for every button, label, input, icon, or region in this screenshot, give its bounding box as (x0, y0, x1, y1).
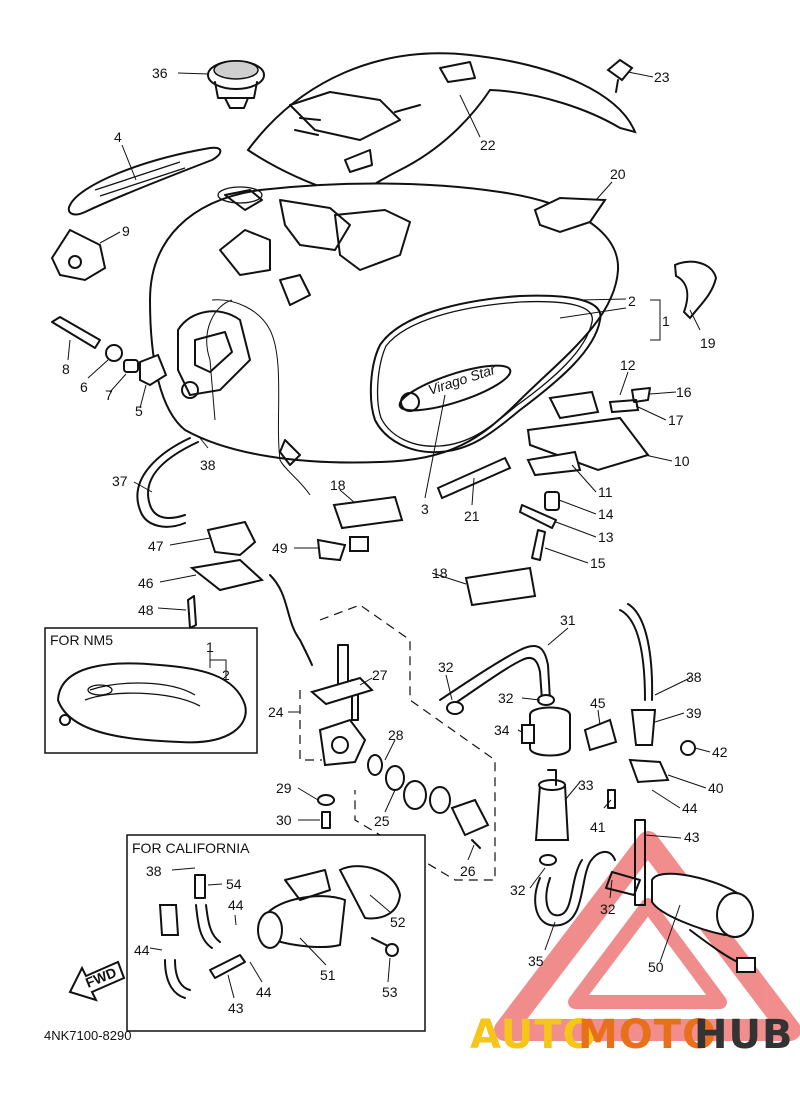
callout-51: 51 (320, 967, 336, 983)
callout-31: 31 (560, 612, 576, 628)
fuel-tank: Virago Star (148, 182, 620, 466)
callout-2b: 2 (222, 667, 230, 683)
breather-hose-37 (136, 299, 311, 528)
sender-unit-46-49 (187, 520, 369, 666)
watermark-triangle (494, 831, 800, 1041)
brackets-10-12 (519, 387, 651, 561)
callout-1a: 1 (662, 313, 670, 329)
callout-43b: 43 (228, 1000, 244, 1016)
callout-15: 15 (590, 555, 606, 571)
callout-13: 13 (598, 529, 614, 545)
fuel-cock-assembly-box (299, 604, 496, 881)
callout-44c: 44 (134, 942, 150, 958)
callout-54: 54 (226, 876, 242, 892)
knee-pad-19 (673, 260, 718, 320)
bolt-stack-8-5 (51, 316, 168, 387)
callout-39: 39 (686, 705, 702, 721)
callout-36: 36 (152, 65, 168, 81)
callout-16: 16 (676, 384, 692, 400)
callout-2a: 2 (628, 293, 636, 309)
canister-50 (605, 871, 756, 973)
callout-12: 12 (620, 357, 636, 373)
california-title: FOR CALIFORNIA (132, 840, 250, 856)
callout-38a: 38 (200, 457, 216, 473)
callout-29: 29 (276, 780, 292, 796)
watermark-hub: HUB (694, 1012, 793, 1058)
callout-14: 14 (598, 506, 614, 522)
callout-47: 47 (148, 538, 164, 554)
callout-42: 42 (712, 744, 728, 760)
callout-24: 24 (268, 704, 284, 720)
callout-6: 6 (80, 379, 88, 395)
callout-10: 10 (674, 453, 690, 469)
callout-18a: 18 (330, 477, 346, 493)
fuel-cap-36 (207, 60, 265, 204)
callout-44b: 44 (228, 897, 244, 913)
fuel-pump-system (439, 645, 616, 927)
callout-40: 40 (708, 780, 724, 796)
watermark-moto: MOTO (578, 1012, 717, 1058)
callout-32a: 32 (438, 659, 454, 675)
emblem-4 (67, 146, 222, 216)
callout-23: 23 (654, 69, 670, 85)
callout-26: 26 (460, 863, 476, 879)
callout-52: 52 (390, 914, 406, 930)
callout-48: 48 (138, 602, 154, 618)
callout-28: 28 (388, 727, 404, 743)
callout-19: 19 (700, 335, 716, 351)
callout-1b: 1 (206, 639, 214, 655)
callout-20: 20 (610, 166, 626, 182)
watermark-auto: AUTO (470, 1012, 598, 1058)
callout-25: 25 (374, 813, 390, 829)
callout-37: 37 (112, 473, 128, 489)
callout-8: 8 (62, 361, 70, 377)
callout-41: 41 (590, 819, 606, 835)
callout-46: 46 (138, 575, 154, 591)
callout-38c: 38 (146, 863, 162, 879)
callout-44a: 44 (682, 800, 698, 816)
callout-53: 53 (382, 984, 398, 1000)
callout-30: 30 (276, 812, 292, 828)
leader-lines (67, 71, 711, 999)
fwd-arrow: FWD (68, 960, 126, 1002)
callout-labels: 36 4 9 8 6 7 5 38 37 47 46 48 49 18 3 21… (62, 65, 728, 1016)
callout-9: 9 (122, 223, 130, 239)
callout-21: 21 (464, 508, 480, 524)
callout-4: 4 (114, 129, 122, 145)
nm5-title: FOR NM5 (50, 632, 113, 648)
callout-17: 17 (668, 412, 684, 428)
callout-3: 3 (421, 501, 429, 517)
bracket-9 (50, 228, 107, 282)
callout-44d: 44 (256, 984, 272, 1000)
pads-18 (332, 495, 537, 607)
callout-38b: 38 (686, 669, 702, 685)
callout-18b: 18 (432, 565, 448, 581)
inset-nm5: FOR NM5 (44, 627, 258, 754)
watermark-text: AUTO MOTO HUB (470, 1012, 793, 1058)
callout-7: 7 (105, 387, 113, 403)
vacuum-hose-39-44 (583, 603, 696, 906)
callout-33: 33 (578, 777, 594, 793)
callout-50: 50 (648, 959, 664, 975)
callout-22: 22 (480, 137, 496, 153)
callout-32d: 32 (600, 901, 616, 917)
callout-32c: 32 (510, 882, 526, 898)
callout-11: 11 (598, 484, 613, 500)
callout-35: 35 (528, 953, 544, 969)
callout-5: 5 (135, 403, 143, 419)
diagram-code: 4NK7100-8290 (44, 1028, 131, 1043)
callout-49: 49 (272, 540, 288, 556)
inset-california: FOR CALIFORNIA (126, 834, 426, 1032)
cover-20 (533, 196, 607, 234)
callout-32b: 32 (498, 690, 514, 706)
callout-43a: 43 (684, 829, 700, 845)
callout-27: 27 (372, 667, 388, 683)
emblem-mount-23 (606, 58, 634, 93)
callout-45: 45 (590, 695, 606, 711)
callout-34: 34 (494, 722, 510, 738)
